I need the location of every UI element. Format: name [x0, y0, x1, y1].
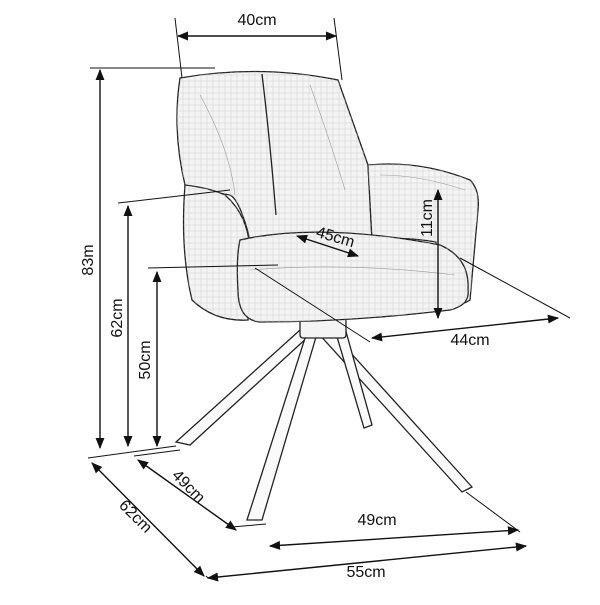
label-total-depth: 62cm	[115, 497, 155, 537]
seat-depth-line	[295, 234, 360, 258]
dimension-labels: 40cm 45cm 11cm 44cm 83m 62cm 50cm 49cm 6…	[80, 12, 490, 581]
label-total-width: 55cm	[346, 564, 385, 581]
label-arm-to-back: 44cm	[450, 332, 489, 349]
total-width-line	[206, 542, 528, 582]
label-total-height: 83m	[80, 244, 97, 275]
dimension-lines	[87, 17, 571, 582]
label-arm-total-height: 62cm	[109, 298, 126, 337]
label-seat-height: 50cm	[137, 340, 154, 379]
label-base-left-depth: 49cm	[168, 467, 208, 507]
base-width-line	[268, 526, 520, 550]
label-arm-height: 11cm	[419, 199, 436, 237]
label-base-width: 49cm	[357, 512, 396, 529]
label-top-width: 40cm	[237, 12, 276, 29]
chair-illustration	[174, 70, 479, 521]
chair-base-legs	[174, 317, 474, 521]
arm-to-back-line	[370, 314, 560, 342]
base-left-depth-line	[137, 459, 237, 531]
